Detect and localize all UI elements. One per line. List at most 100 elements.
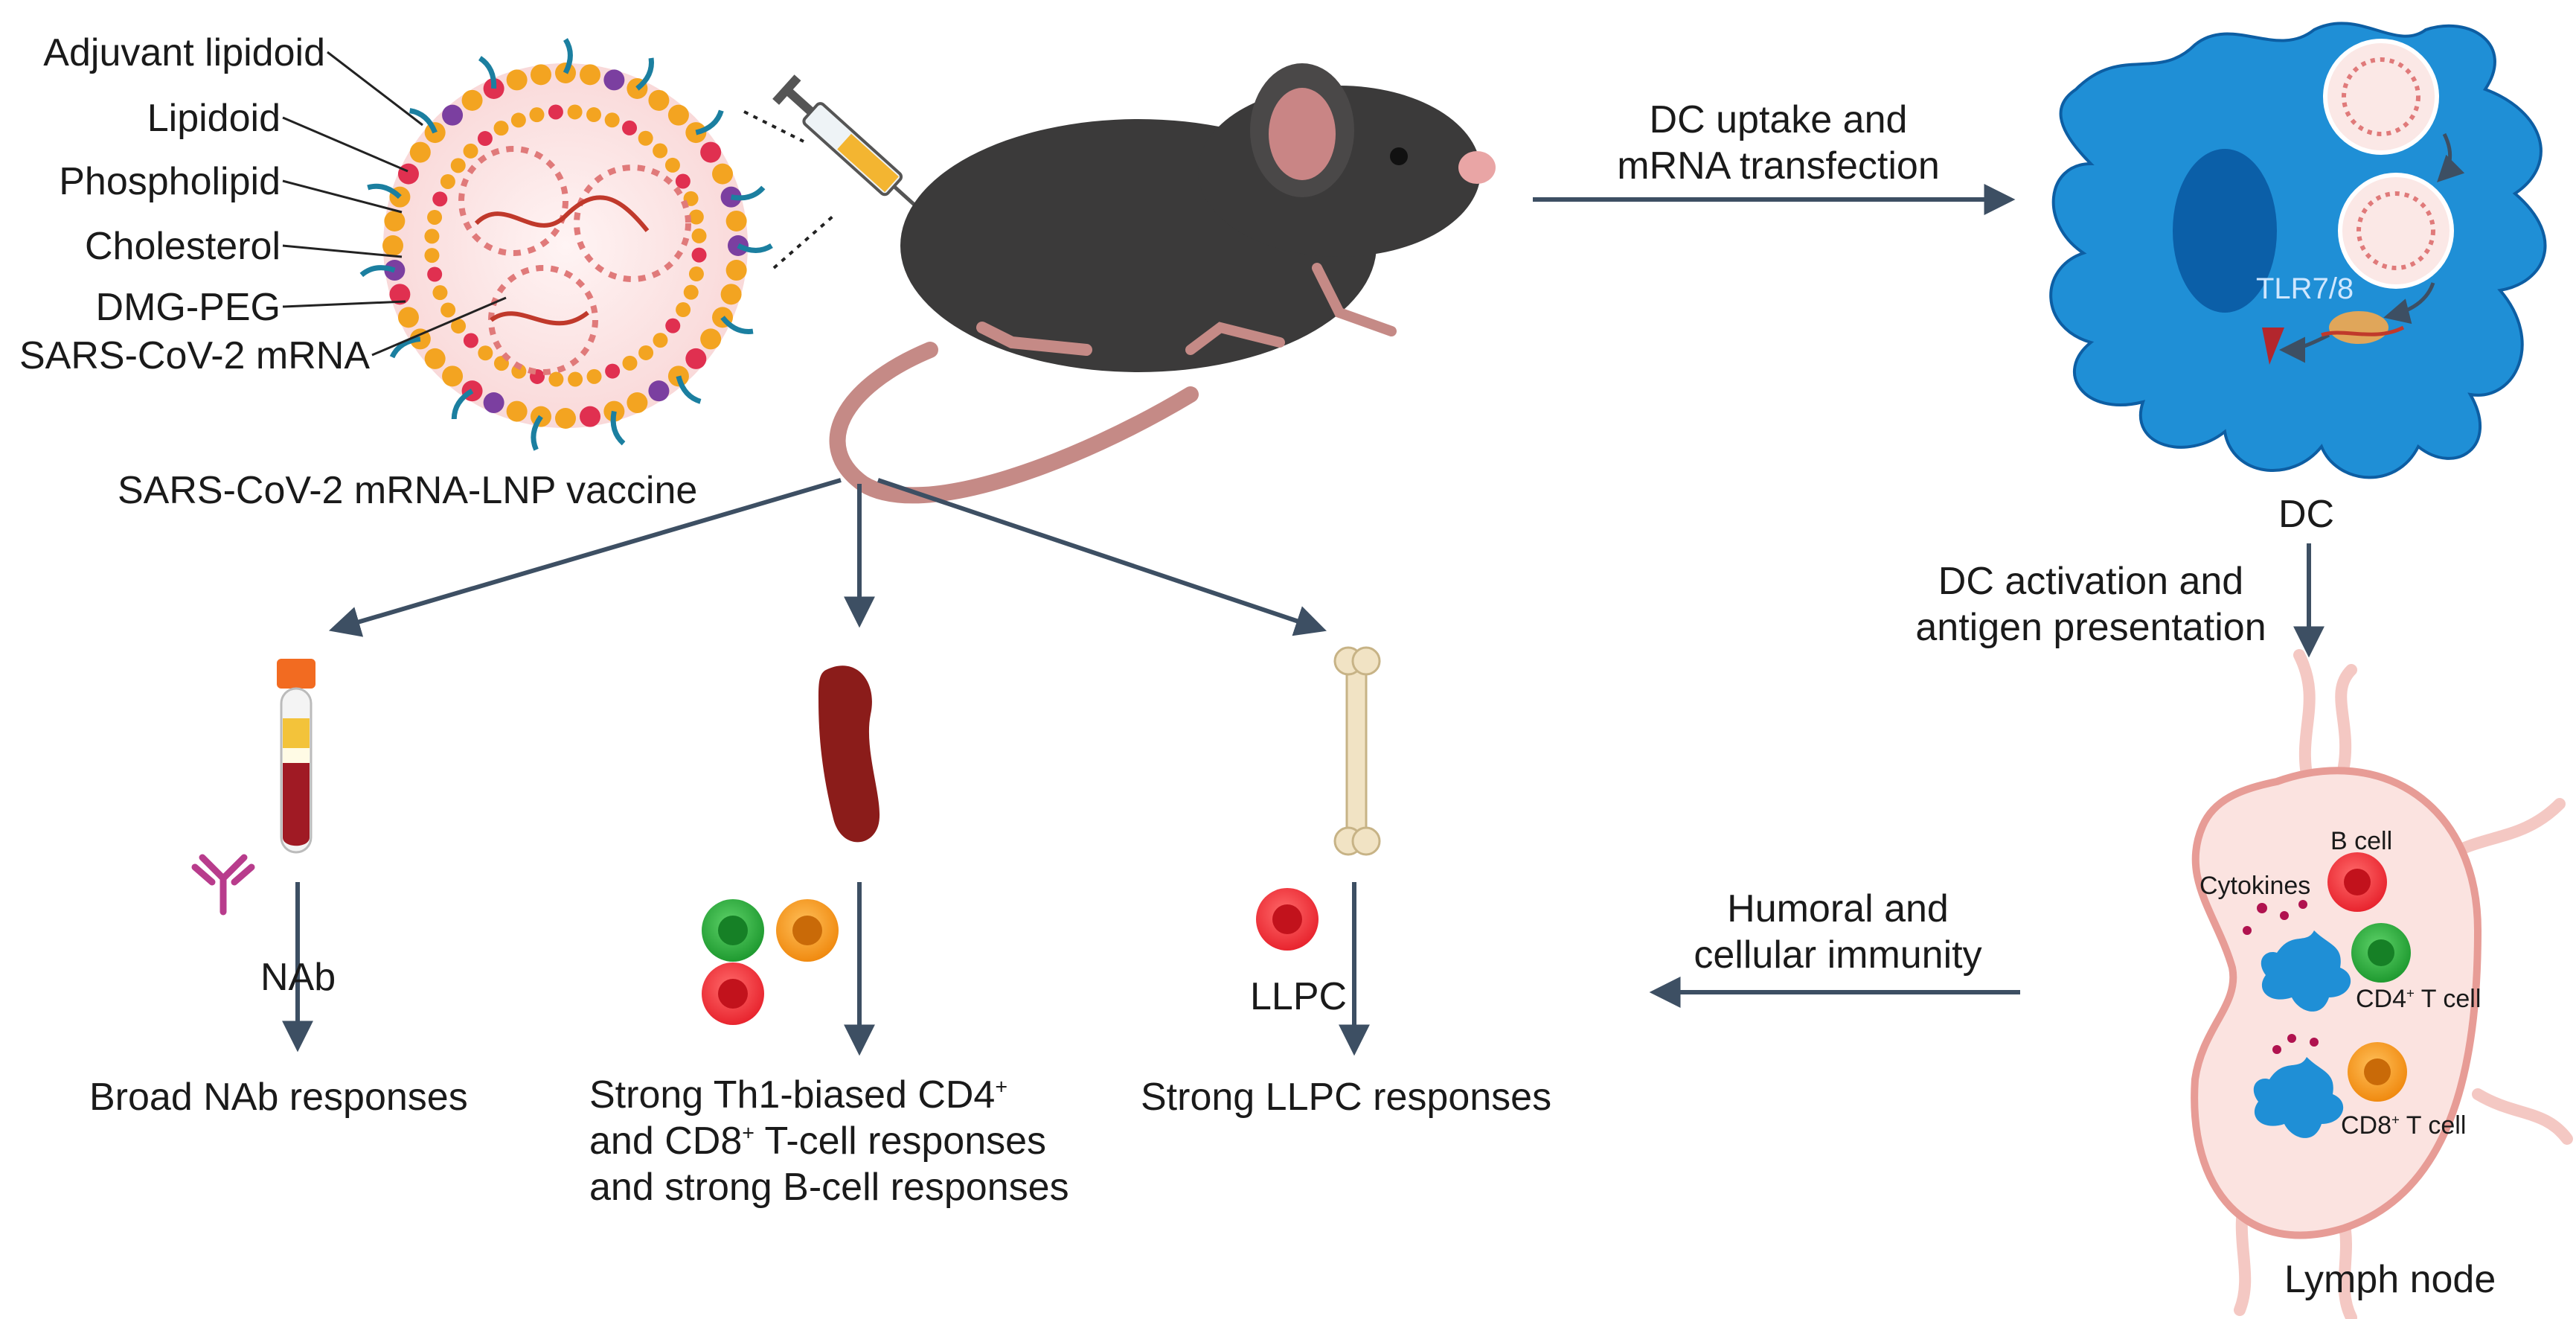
lipid-bead <box>483 392 504 414</box>
lipid-bead <box>461 89 483 111</box>
inner-lipid-bead <box>638 130 653 146</box>
spleen-cells <box>702 899 839 1025</box>
peg-chain <box>737 243 773 253</box>
dc-in-lymph-2 <box>2253 1057 2344 1138</box>
dc-nucleus <box>2173 149 2277 313</box>
endosome-2 <box>2338 173 2454 289</box>
inner-lipid-bead <box>548 371 564 387</box>
lnp-caption: SARS-CoV-2 mRNA-LNP vaccine <box>118 469 698 512</box>
inner-lipid-bead <box>427 209 443 225</box>
label-cholesterol: Cholesterol <box>84 225 281 268</box>
inner-lipid-bead <box>688 209 704 225</box>
label-lipidoid: Lipidoid <box>147 97 281 140</box>
spleen-icon <box>818 665 880 843</box>
inner-lipid-bead <box>605 363 621 379</box>
lnp-leader-lines <box>282 51 507 357</box>
lipid-bead <box>530 64 551 86</box>
lipid-bead <box>700 141 722 163</box>
llpc-label: LLPC <box>1250 975 1348 1018</box>
inner-lipid-bead <box>440 302 456 318</box>
inner-lipid-bead <box>477 131 493 147</box>
branch-arrows <box>328 478 1327 637</box>
inner-lipid-bead <box>432 285 448 301</box>
dc-label: DC <box>2278 493 2335 536</box>
lipid-bead <box>389 284 411 305</box>
lipid-bead <box>725 210 747 231</box>
mouse-illustration <box>829 63 1496 504</box>
inner-lipid-bead <box>586 107 602 123</box>
lipid-bead <box>712 163 734 185</box>
inner-lipid-bead <box>676 302 691 318</box>
peg-chain <box>563 38 573 74</box>
antibody-icon <box>191 854 255 916</box>
peg-chain <box>730 185 766 201</box>
inner-lipid-bead <box>653 143 668 159</box>
bone-icon <box>1333 646 1381 856</box>
inner-lipid-bead <box>478 345 493 361</box>
nab-result: Broad NAb responses <box>89 1076 468 1119</box>
inner-lipid-bead <box>688 266 704 282</box>
lipid-bead <box>603 69 625 91</box>
lymph-node <box>2191 649 2573 1319</box>
label-dmg-peg: DMG-PEG <box>95 286 281 329</box>
spleen-result: Strong Th1-biased CD4+ and CD8+ T-cell r… <box>589 1073 1069 1209</box>
inner-lipid-bead <box>586 368 602 384</box>
lipid-bead <box>700 328 722 350</box>
cytokines-label: Cytokines <box>2199 872 2311 900</box>
peg-chain <box>720 316 754 334</box>
inner-lipid-bead <box>675 173 691 189</box>
b-cell-label: B cell <box>2330 827 2393 855</box>
peg-chain <box>610 410 626 446</box>
inner-lipid-bead <box>424 248 440 264</box>
cd8-t-cell-label: CD8+ T cell <box>2341 1111 2467 1140</box>
endosome-1 <box>2323 39 2439 155</box>
lipid-bead <box>555 408 576 429</box>
ribosome-icon <box>2329 311 2388 344</box>
inner-lipid-bead <box>548 104 563 120</box>
peg-chain <box>635 57 654 91</box>
inner-lipid-bead <box>683 284 699 300</box>
dc-in-lymph-1 <box>2261 930 2351 1012</box>
inner-lipid-bead <box>510 112 526 128</box>
inner-lipid-bead <box>450 158 466 173</box>
lipid-bead <box>397 307 419 328</box>
inner-lipid-bead <box>691 247 707 263</box>
inner-lipid-bead <box>463 333 478 348</box>
lipid-bead <box>580 64 601 86</box>
lipid-bead <box>667 104 689 126</box>
peg-chain <box>695 109 724 135</box>
inner-lipid-bead <box>604 112 620 128</box>
immunity-label: Humoral and cellular immunity <box>1694 887 1982 977</box>
result-arrows <box>282 882 1370 1056</box>
lipid-bead <box>397 163 419 185</box>
inner-lipid-bead <box>463 143 478 159</box>
label-phospholipid: Phospholipid <box>59 160 281 203</box>
peg-chain <box>531 415 543 451</box>
lipid-bead <box>442 365 464 387</box>
lipid-bead <box>409 141 431 163</box>
llpc-result: Strong LLPC responses <box>1141 1076 1552 1119</box>
lymph-node-label: Lymph node <box>2284 1258 2496 1301</box>
inner-lipid-bead <box>493 121 509 136</box>
inner-lipid-bead <box>691 228 707 243</box>
peg-chain <box>389 336 421 359</box>
nab-label: NAb <box>260 956 336 999</box>
peg-chain <box>367 183 402 199</box>
lipid-bead <box>384 210 406 231</box>
uptake-label: DC uptake and mRNA transfection <box>1617 98 1940 188</box>
peg-chain <box>408 108 438 134</box>
lipid-bead <box>580 406 601 427</box>
blood-tube-icon <box>277 659 315 854</box>
lipid-bead <box>648 89 670 111</box>
lipid-bead <box>382 235 403 256</box>
lipid-bead <box>627 392 648 414</box>
cd4-t-cell-label: CD4+ T cell <box>2356 985 2482 1013</box>
inner-lipid-bead <box>665 318 681 333</box>
lipid-bead <box>685 348 707 369</box>
lipid-bead <box>506 400 528 422</box>
inner-lipid-bead <box>529 107 545 123</box>
peg-chain <box>676 375 702 404</box>
activation-label: DC activation and antigen presentation <box>1915 560 2266 649</box>
tlr-label: TLR7/8 <box>2256 272 2354 305</box>
